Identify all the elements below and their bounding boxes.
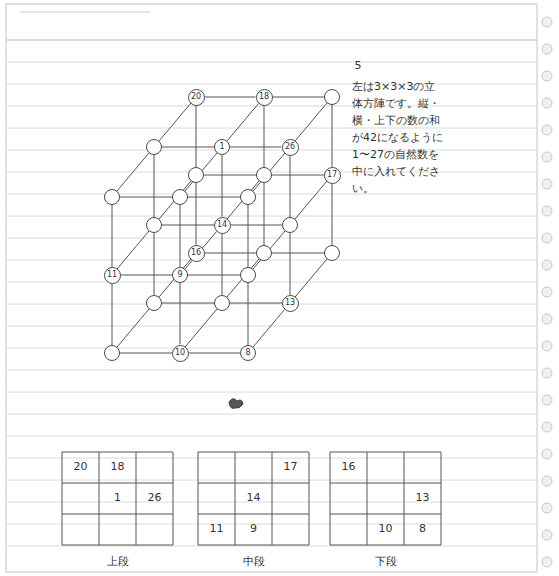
lattice-line [180, 283, 181, 345]
table-cell: 16 [342, 461, 356, 473]
cell-number: 26 [285, 143, 295, 151]
number-circle: 1 [214, 139, 230, 155]
number-circle: 16 [188, 245, 205, 262]
lattice-line [205, 97, 256, 98]
table-cell: 26 [148, 492, 162, 504]
cell-number: 16 [191, 249, 201, 257]
number-circle: 9 [172, 267, 188, 283]
lattice-line [227, 104, 258, 141]
cell-number: 20 [191, 93, 201, 101]
cell-number: 1 [219, 143, 224, 151]
page-number: 5 [355, 60, 362, 72]
number-circle: 18 [256, 89, 273, 106]
table-cell: 20 [74, 461, 88, 473]
cell-number: 10 [175, 349, 185, 357]
lattice-line [189, 353, 241, 354]
cell-number: 14 [217, 221, 227, 229]
cell-number: 18 [259, 93, 269, 101]
lattice-line [185, 232, 216, 269]
table-cell: 14 [247, 492, 261, 504]
lattice-line [121, 275, 173, 276]
table-cell: 1 [114, 492, 121, 504]
table-cell: 13 [416, 492, 430, 504]
table-cell: 8 [419, 523, 426, 535]
number-circle: 17 [324, 167, 341, 184]
number-circle: 14 [214, 217, 231, 234]
cell-number: 11 [107, 271, 117, 279]
table-cell: 9 [250, 523, 257, 535]
number-circle: 8 [240, 345, 256, 361]
layer-label: 中段 [243, 556, 265, 568]
layer-label: 下段 [375, 556, 397, 568]
instruction-note: 左は3×3×3の立体方陣です。縦・横・上下の数の和が42になるように1〜27の自… [352, 78, 444, 197]
lattice-line [222, 155, 223, 217]
table-cell: 18 [111, 461, 125, 473]
table-cell: 10 [379, 523, 393, 535]
number-circle: 11 [104, 267, 121, 284]
number-circle: 26 [282, 139, 299, 156]
lattice-line [253, 310, 284, 347]
lattice-line [230, 147, 282, 148]
cell-number: 8 [245, 349, 250, 357]
number-circle: 10 [172, 345, 189, 362]
table-cell: 11 [210, 523, 224, 535]
cell-number: 17 [327, 171, 337, 179]
cell-number: 13 [285, 299, 295, 307]
cell-number: 9 [177, 271, 182, 279]
number-circle: 13 [282, 295, 299, 312]
table-cell: 17 [284, 461, 298, 473]
layer-label: 上段 [107, 556, 129, 568]
number-circle: 20 [188, 89, 205, 106]
